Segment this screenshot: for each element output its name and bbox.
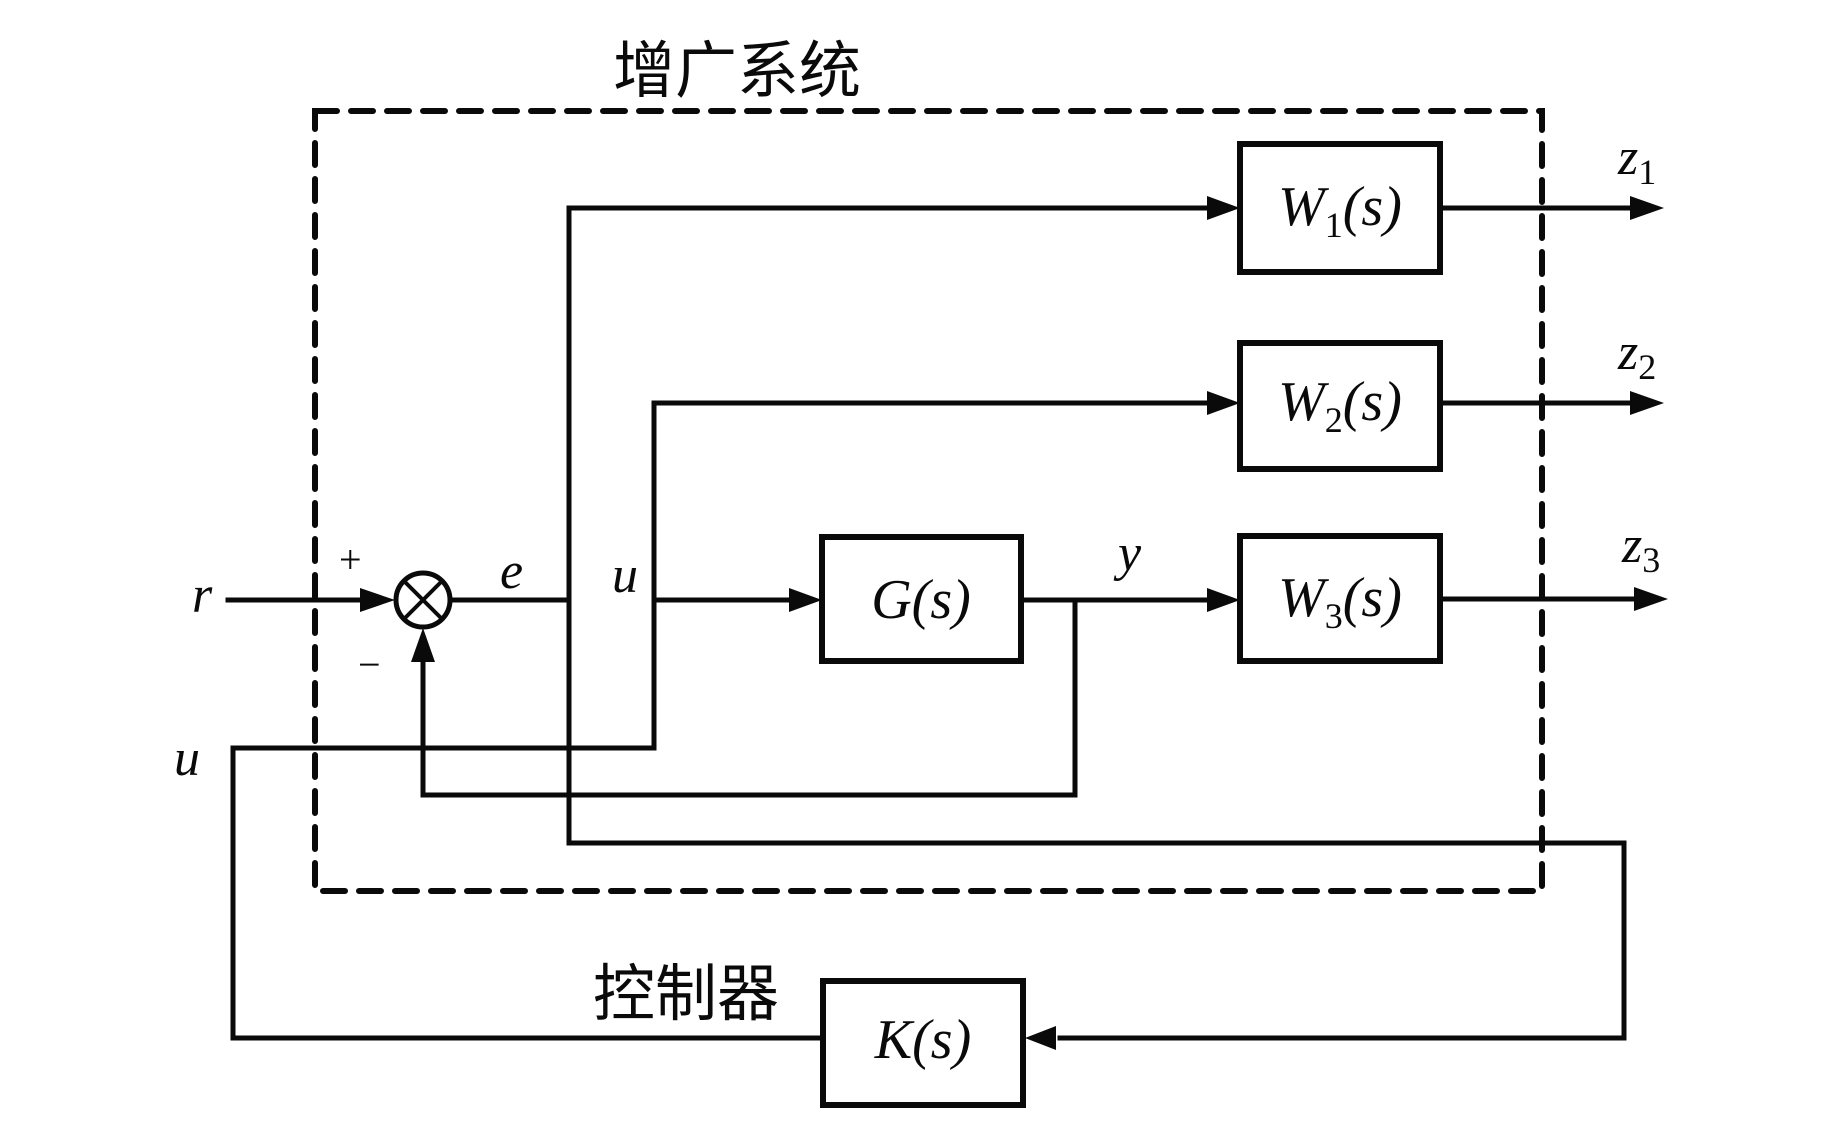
block-g-name: G (871, 569, 911, 631)
block-k-arg: (s) (912, 1009, 971, 1071)
wire-e-to-k (566, 840, 1627, 1041)
z2-sub: 2 (1638, 347, 1656, 387)
block-k: K(s) (820, 978, 1026, 1108)
block-w2-sub: 2 (1325, 400, 1343, 440)
arrow-into-sum-minus (411, 628, 435, 662)
wire-y-feedback (420, 597, 1078, 798)
block-w1-arg: (s) (1343, 176, 1402, 238)
block-g-arg: (s) (912, 569, 971, 631)
z3-sub: 3 (1642, 540, 1660, 580)
block-w1: W1(s) (1237, 141, 1443, 275)
svg-text:W3(s): W3(s) (1278, 567, 1402, 636)
augmented-system-title: 增广系统 (613, 34, 861, 107)
svg-text:G(s): G(s) (871, 569, 971, 631)
svg-text:W2(s): W2(s) (1278, 371, 1402, 440)
block-w2-arg: (s) (1343, 371, 1402, 433)
block-w2-name: W (1278, 371, 1329, 433)
block-k-name: K (874, 1009, 915, 1071)
signal-z2-label: z2 (1617, 324, 1656, 387)
signal-y-label: y (1113, 525, 1142, 582)
plus-sign: + (339, 537, 362, 582)
wire-k-to-u (230, 745, 826, 1041)
arrow-z3 (1634, 587, 1668, 611)
arrow-into-w2 (1207, 391, 1240, 415)
controller-label: 控制器 (593, 957, 779, 1030)
svg-text:K(s): K(s) (874, 1009, 971, 1071)
arrow-into-sum-plus (360, 588, 395, 612)
block-w3-sub: 3 (1325, 596, 1343, 636)
block-w3: W3(s) (1237, 533, 1443, 664)
arrow-into-g (789, 588, 822, 612)
summing-junction (393, 570, 453, 630)
signal-u-outer-label: u (174, 730, 200, 787)
block-w3-arg: (s) (1343, 567, 1402, 629)
minus-sign: − (358, 642, 381, 687)
block-w3-name: W (1278, 567, 1329, 629)
signal-z1-label: z1 (1617, 129, 1656, 192)
z1-name: z (1617, 129, 1638, 186)
augmented-system-boundary (312, 108, 1545, 894)
svg-text:W1(s): W1(s) (1278, 176, 1402, 245)
arrow-into-k (1025, 1026, 1056, 1050)
block-w1-sub: 1 (1325, 205, 1343, 245)
arrow-into-w1 (1207, 196, 1240, 220)
signal-e-label: e (500, 543, 523, 600)
block-w1-name: W (1278, 176, 1329, 238)
block-w2: W2(s) (1237, 340, 1443, 472)
arrow-into-w3 (1207, 588, 1240, 612)
signal-z3-label: z3 (1621, 517, 1660, 580)
z1-sub: 1 (1638, 152, 1656, 192)
arrow-z1 (1630, 196, 1664, 220)
signal-u-inner-label: u (612, 547, 638, 604)
arrow-z2 (1630, 391, 1664, 415)
signal-r-label: r (192, 567, 213, 624)
block-g: G(s) (819, 534, 1024, 664)
z3-name: z (1621, 517, 1642, 574)
z2-name: z (1617, 324, 1638, 381)
